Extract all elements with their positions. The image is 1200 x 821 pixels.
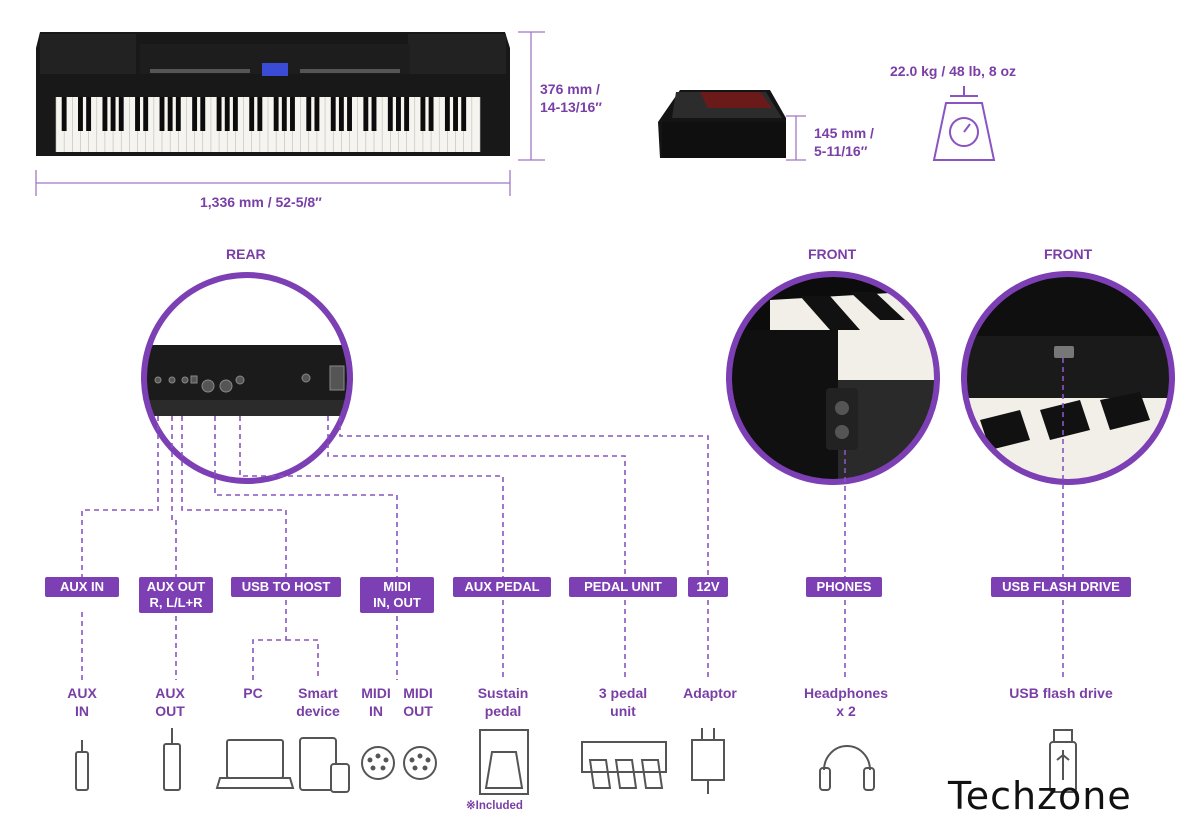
piano-side-view [658, 90, 786, 158]
audio-jack-icon [163, 728, 181, 791]
twelve-volt-pill: 12V [688, 577, 728, 597]
usb-flash-drive-pill: USB FLASH DRIVE [991, 577, 1131, 597]
front-panel-closeup-phones [726, 271, 940, 485]
width-dimension-label: 1,336 mm / 52-5/8″ [200, 194, 322, 210]
rear-panel-closeup [141, 272, 353, 484]
headphones-label: Headphones x 2 [803, 685, 888, 719]
front-heading-left: FRONT [808, 246, 857, 262]
included-note: ※Included [466, 800, 523, 812]
three-pedal-unit-label: 3 pedal unit [598, 685, 648, 719]
midi-connector-icon [403, 746, 437, 780]
scale-icon [932, 86, 996, 161]
depth-dimension-label-line2: 14-13/16″ [540, 99, 602, 115]
smart-device-label: Smart device [296, 685, 340, 719]
front-heading-right: FRONT [1044, 246, 1093, 262]
sustain-pedal-label: Sustain pedal [477, 685, 529, 719]
rear-heading: REAR [226, 246, 266, 262]
midi-out-label: MIDI OUT [403, 685, 433, 719]
laptop-icon [215, 739, 295, 789]
piano-top-view [36, 32, 510, 156]
dimension-lines [35, 31, 806, 196]
phones-pill: PHONES [806, 577, 882, 597]
pedal-unit-pill: PEDAL UNIT [569, 577, 677, 597]
midi-connector-icon [361, 746, 395, 780]
midi-in-label: MIDI IN [361, 685, 391, 719]
pc-label: PC [243, 685, 263, 701]
aux-pedal-pill: AUX PEDAL [453, 577, 551, 597]
audio-jack-icon [75, 740, 89, 791]
three-pedal-unit-icon [581, 741, 667, 789]
aux-out-label: AUX OUT [155, 685, 185, 719]
techzone-logo: Techzone [948, 774, 1132, 818]
headphones-icon [819, 745, 875, 791]
depth-dimension-label-line1: 376 mm / [540, 81, 600, 97]
usb-to-host-pill: USB TO HOST [231, 577, 341, 597]
midi-pill: MIDI IN, OUT [360, 577, 434, 613]
aux-out-pill: AUX OUT R, L/L+R [139, 577, 213, 613]
height-dimension-label-line1: 145 mm / [814, 125, 874, 141]
front-panel-closeup-usb [961, 271, 1175, 485]
tablet-icon [299, 737, 350, 793]
adaptor-label: Adaptor [683, 685, 737, 701]
power-adaptor-icon [691, 728, 725, 794]
usb-flash-drive-label: USB flash drive [1009, 685, 1113, 701]
usb-drive-icon [1049, 729, 1077, 793]
aux-in-pill: AUX IN [45, 577, 119, 597]
aux-in-label: AUX IN [67, 685, 97, 719]
height-dimension-label-line2: 5-11/16″ [814, 143, 868, 159]
weight-label: 22.0 kg / 48 lb, 8 oz [890, 63, 1017, 79]
connector-lines [81, 358, 1064, 680]
sustain-pedal-icon [479, 729, 529, 795]
